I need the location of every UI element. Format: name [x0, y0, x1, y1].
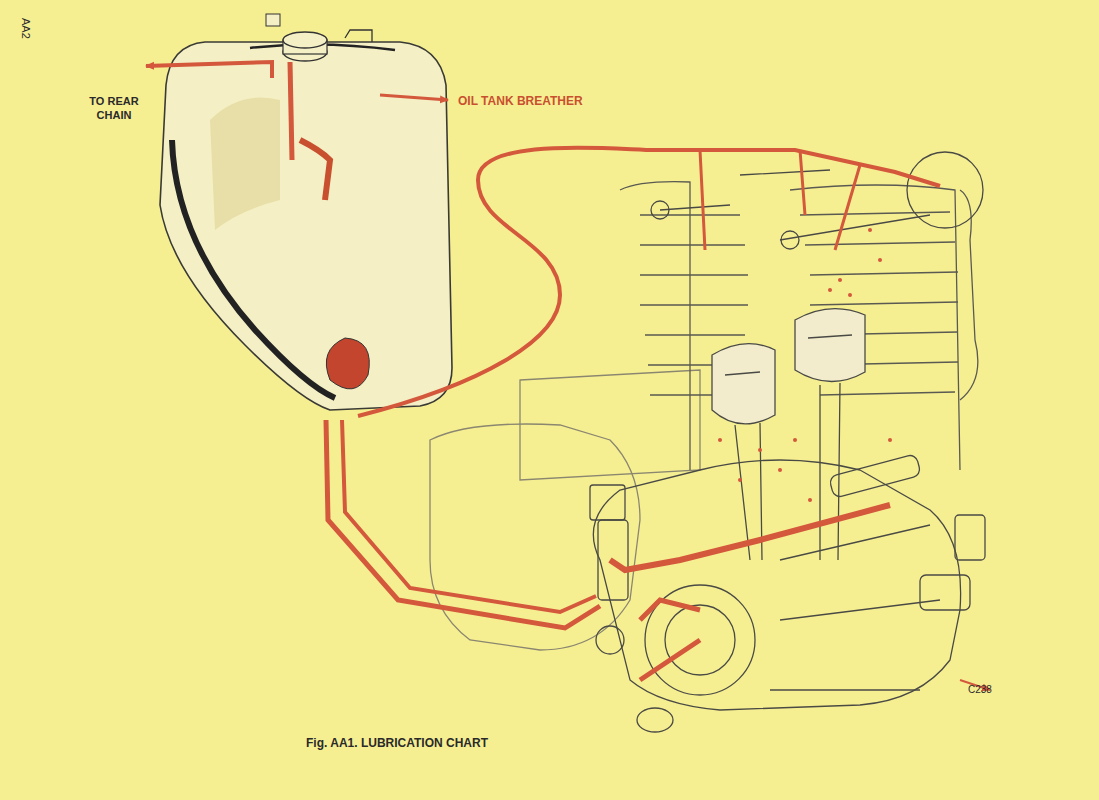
flow-label: OIL TANK BREATHER	[458, 94, 583, 108]
oil-spray-dots	[718, 228, 892, 502]
flow-label: TO REAR CHAIN	[84, 94, 144, 122]
drawing-number: C238	[968, 684, 992, 695]
engine-outline	[430, 152, 985, 732]
oil-tank	[160, 14, 452, 410]
sheet-code: AA2	[20, 18, 32, 39]
figure-caption: Fig. AA1. LUBRICATION CHART	[306, 736, 488, 750]
oil-pipes	[146, 62, 990, 690]
